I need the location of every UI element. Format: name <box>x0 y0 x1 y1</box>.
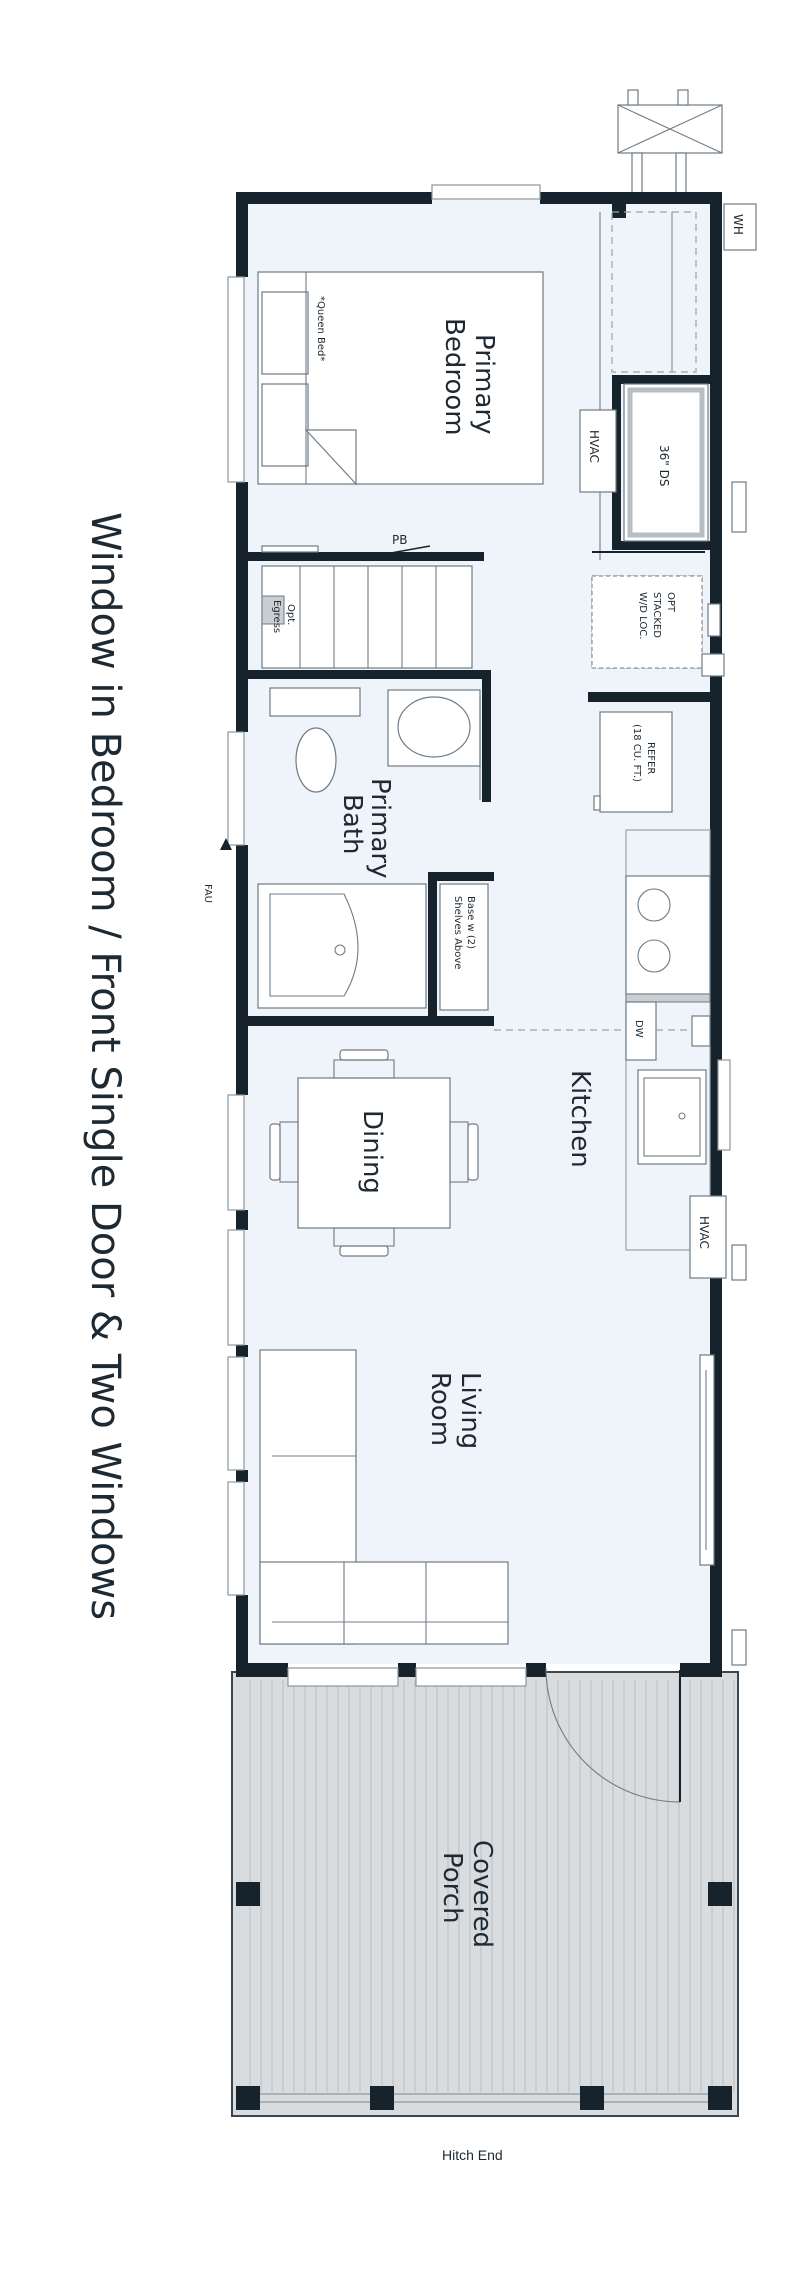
primary-bedroom-label-2: Bedroom <box>439 318 469 436</box>
entry-door <box>545 1667 681 1803</box>
base-shelves-label-1: Base w (2) <box>465 896 476 949</box>
wd-label-3: W/D LOC. <box>637 592 648 639</box>
dining-set <box>269 1049 479 1257</box>
kitchen-label: Kitchen <box>565 1070 595 1168</box>
primary-bath-label-2: Bath <box>337 794 367 854</box>
windows <box>227 184 747 1687</box>
hvac-kitchen-unit: HVAC <box>689 1195 727 1279</box>
dw-label: DW <box>633 1020 644 1038</box>
queen-bed: *Queen Bed* <box>257 271 544 486</box>
covered-porch-deck <box>231 1671 739 2117</box>
primary-bedroom-label-1: Primary <box>469 334 499 434</box>
ds-shower: 36" DS <box>623 383 709 542</box>
exterior-walls <box>236 192 722 1677</box>
hitch-end-label: Hitch End <box>442 2147 503 2163</box>
covered-porch-label-2: Porch <box>437 1852 467 1924</box>
primary-bath-label-1: Primary <box>365 778 395 878</box>
kitchen-counter: DW <box>494 829 711 1251</box>
refrigerator: REFER (18 CU. FT.) <box>593 711 673 813</box>
wd-label-2: STACKED <box>651 592 662 638</box>
wd-label-1: OPT <box>665 592 676 613</box>
living-room-label-1: Living <box>455 1372 485 1449</box>
pb-label: PB <box>392 533 407 547</box>
refer-label-2: (18 CU. FT.) <box>631 724 642 782</box>
sectional-sofa <box>259 1349 509 1645</box>
queen-bed-label: *Queen Bed* <box>315 296 326 361</box>
water-heater: WH <box>723 203 757 251</box>
primary-bath-fixtures <box>257 687 481 1009</box>
refer-label-1: REFER <box>645 742 656 774</box>
hitch-tongue <box>617 89 723 194</box>
wh-label: WH <box>731 214 745 235</box>
covered-porch-label-1: Covered <box>467 1840 497 1948</box>
hvac-kitchen-label: HVAC <box>697 1216 711 1249</box>
egress-label-2: Egress <box>271 600 282 633</box>
egress-label-1: Opt. <box>285 604 296 625</box>
hvac-bedroom-unit: HVAC <box>579 409 617 493</box>
stairs: PB Opt. Egress <box>261 533 473 669</box>
living-room-label-2: Room <box>425 1372 455 1446</box>
fau-label: FAU <box>202 884 213 903</box>
tv-console <box>699 1354 715 1566</box>
room-labels: Primary Bedroom Primary Bath Kitchen Din… <box>337 318 595 1948</box>
base-shelves-label-2: Shelves Above <box>452 896 463 969</box>
hvac-bedroom-label: HVAC <box>587 430 601 463</box>
ds-label: 36" DS <box>657 445 671 486</box>
base-shelves: Base w (2) Shelves Above <box>439 883 489 1011</box>
bedroom-closet <box>611 211 697 373</box>
plan-title: Window in Bedroom / Front Single Door & … <box>82 512 128 1620</box>
fau-marker: FAU <box>202 838 232 903</box>
dining-label: Dining <box>357 1110 387 1194</box>
washer-dryer: OPT STACKED W/D LOC. <box>591 575 725 677</box>
